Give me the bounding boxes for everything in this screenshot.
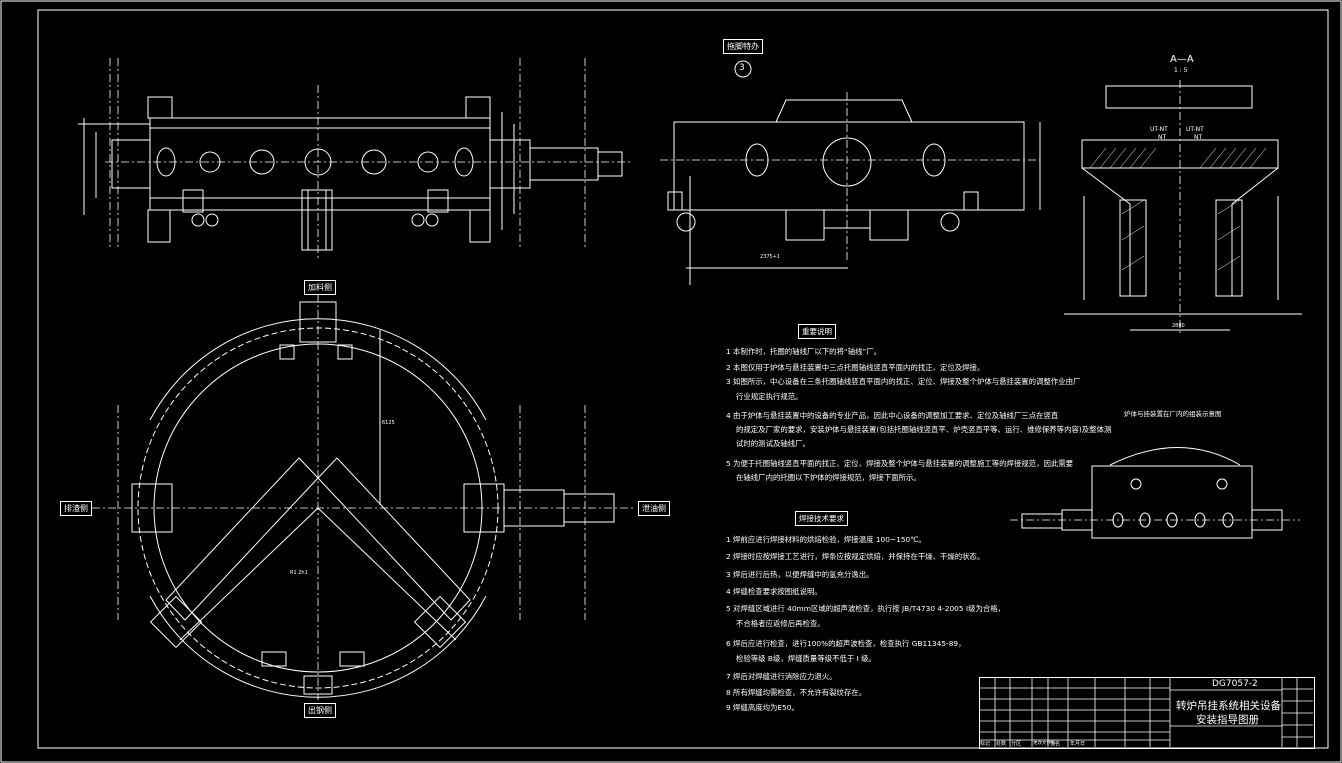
label-xiehua: 泄油侧 bbox=[638, 501, 670, 516]
section-hatch bbox=[1089, 147, 1267, 271]
detail-box-label: 拖脚特办 bbox=[723, 39, 763, 54]
note-2-3: 3 焊后进行后热，以便焊缝中的氢充分逸出。 bbox=[726, 570, 874, 579]
note-2-9: 9 焊缝高度均为E50。 bbox=[726, 703, 799, 712]
note-2-6b: 检验等级 B级，焊缝质量等级不低于 I 级。 bbox=[736, 654, 876, 663]
assembly-view bbox=[1021, 447, 1283, 539]
section-scale: 1 : 5 bbox=[1174, 67, 1188, 74]
drawing-number: DG7057-2 bbox=[1212, 679, 1258, 689]
label-jiaoliao: 加料侧 bbox=[304, 280, 336, 295]
sign-col-5: 签名 bbox=[1050, 741, 1061, 747]
notes-section2-title: 焊接技术要求 bbox=[795, 511, 848, 526]
note-1-3b: 行业规定执行规范。 bbox=[736, 392, 803, 401]
label-paizha: 排渣侧 bbox=[60, 501, 92, 516]
section-label-2: UT-NT bbox=[1186, 126, 1204, 133]
section-label-4: NT bbox=[1194, 134, 1203, 141]
dim-label-4: 2880 bbox=[1172, 323, 1185, 329]
front-view bbox=[78, 96, 623, 251]
plan-view-centerlines bbox=[92, 294, 636, 700]
drawing-title-line2: 安装指导图册 bbox=[1196, 714, 1259, 726]
sign-col-2: 处数 bbox=[996, 741, 1007, 747]
assembly-view-title: 炉体与挂装置在厂内的组装示意图 bbox=[1124, 410, 1222, 418]
note-2-5b: 不合格者应返修后再检查。 bbox=[736, 619, 825, 628]
note-2-1: 1 焊前应进行焊接材料的烘焙检验，焊接温度 100~150℃。 bbox=[726, 535, 926, 544]
note-1-4b: 的规定及厂家的要求，安装炉体与悬挂装置(包括托圈轴线竖直平、炉壳竖直平等、运行、… bbox=[736, 425, 1112, 434]
note-1-5b: 在轴线厂内的托圈以下炉体的焊接规范，焊接下面所示。 bbox=[736, 473, 921, 482]
section-label-1: UT-NT bbox=[1150, 126, 1168, 133]
notes-section1-title: 重要说明 bbox=[798, 324, 836, 339]
section-title: A—A bbox=[1170, 54, 1194, 65]
note-1-1: 1 本制作时，托圈的轴线厂以下的将“轴线”厂。 bbox=[726, 347, 882, 356]
sign-col-4: 更改文件号 bbox=[1033, 741, 1056, 746]
sign-col-1: 标记 bbox=[980, 741, 991, 747]
title-block bbox=[979, 677, 1315, 749]
note-2-4: 4 焊缝检查要求按图纸说明。 bbox=[726, 587, 822, 596]
note-2-8: 8 所有焊缝均需检查，不允许有裂纹存在。 bbox=[726, 688, 867, 697]
label-chugang: 出钢侧 bbox=[304, 703, 336, 718]
front-view-centerlines bbox=[105, 58, 630, 260]
sign-col-6: 年月日 bbox=[1070, 741, 1086, 747]
note-2-7: 7 焊后对焊缝进行消除应力退火。 bbox=[726, 672, 837, 681]
note-1-4: 4 由于炉体与悬挂装置中的设备的专业产品，因此中心设备的调整加工要求、定位及轴线… bbox=[726, 411, 1059, 420]
sign-col-3: 分区 bbox=[1011, 741, 1022, 747]
note-2-2: 2 焊接时应按焊接工艺进行，焊条应按规定烘焙，并保持在干燥、干燥的状态。 bbox=[726, 552, 985, 561]
detail-circle bbox=[734, 60, 752, 78]
plan-view bbox=[131, 301, 615, 698]
side-view-centerlines bbox=[660, 92, 1040, 262]
dim-label-2: R1 2h1 bbox=[290, 570, 308, 576]
section-aa bbox=[1064, 85, 1302, 331]
detail-circle-number: 3 bbox=[739, 63, 745, 73]
dim-label-3: 6125 bbox=[382, 420, 395, 426]
note-2-6: 6 焊后应进行检查，进行100%的超声波检查，检查执行 GB11345-89， bbox=[726, 639, 966, 648]
section-label-3: NT bbox=[1158, 134, 1167, 141]
note-1-2: 2 本图仅用于炉体与悬挂装置中三点托圈轴线竖直平面内的找正、定位及焊接。 bbox=[726, 363, 985, 372]
dim-label-1: 2375+1 bbox=[760, 254, 781, 260]
inner-frame bbox=[37, 9, 1329, 749]
drawing-title-line1: 转炉吊挂系统相关设备 bbox=[1176, 700, 1281, 712]
note-1-4c: 试时的测试及轴线厂。 bbox=[736, 439, 810, 448]
title-block-grid bbox=[979, 677, 1313, 747]
side-view bbox=[667, 99, 1041, 285]
note-1-3: 3 如图所示，中心设备在三条托圈轴线竖直平面内的找正、定位、焊接及整个炉体与悬挂… bbox=[726, 377, 1081, 386]
note-1-5: 5 为便于托圈轴线竖直平面的找正、定位、焊接及整个炉体与悬挂装置的调整施工等的焊… bbox=[726, 459, 1074, 468]
note-2-5: 5 对焊缝区域进行 40mm区域的超声波检查，执行按 JB/T4730 4-20… bbox=[726, 604, 1006, 613]
